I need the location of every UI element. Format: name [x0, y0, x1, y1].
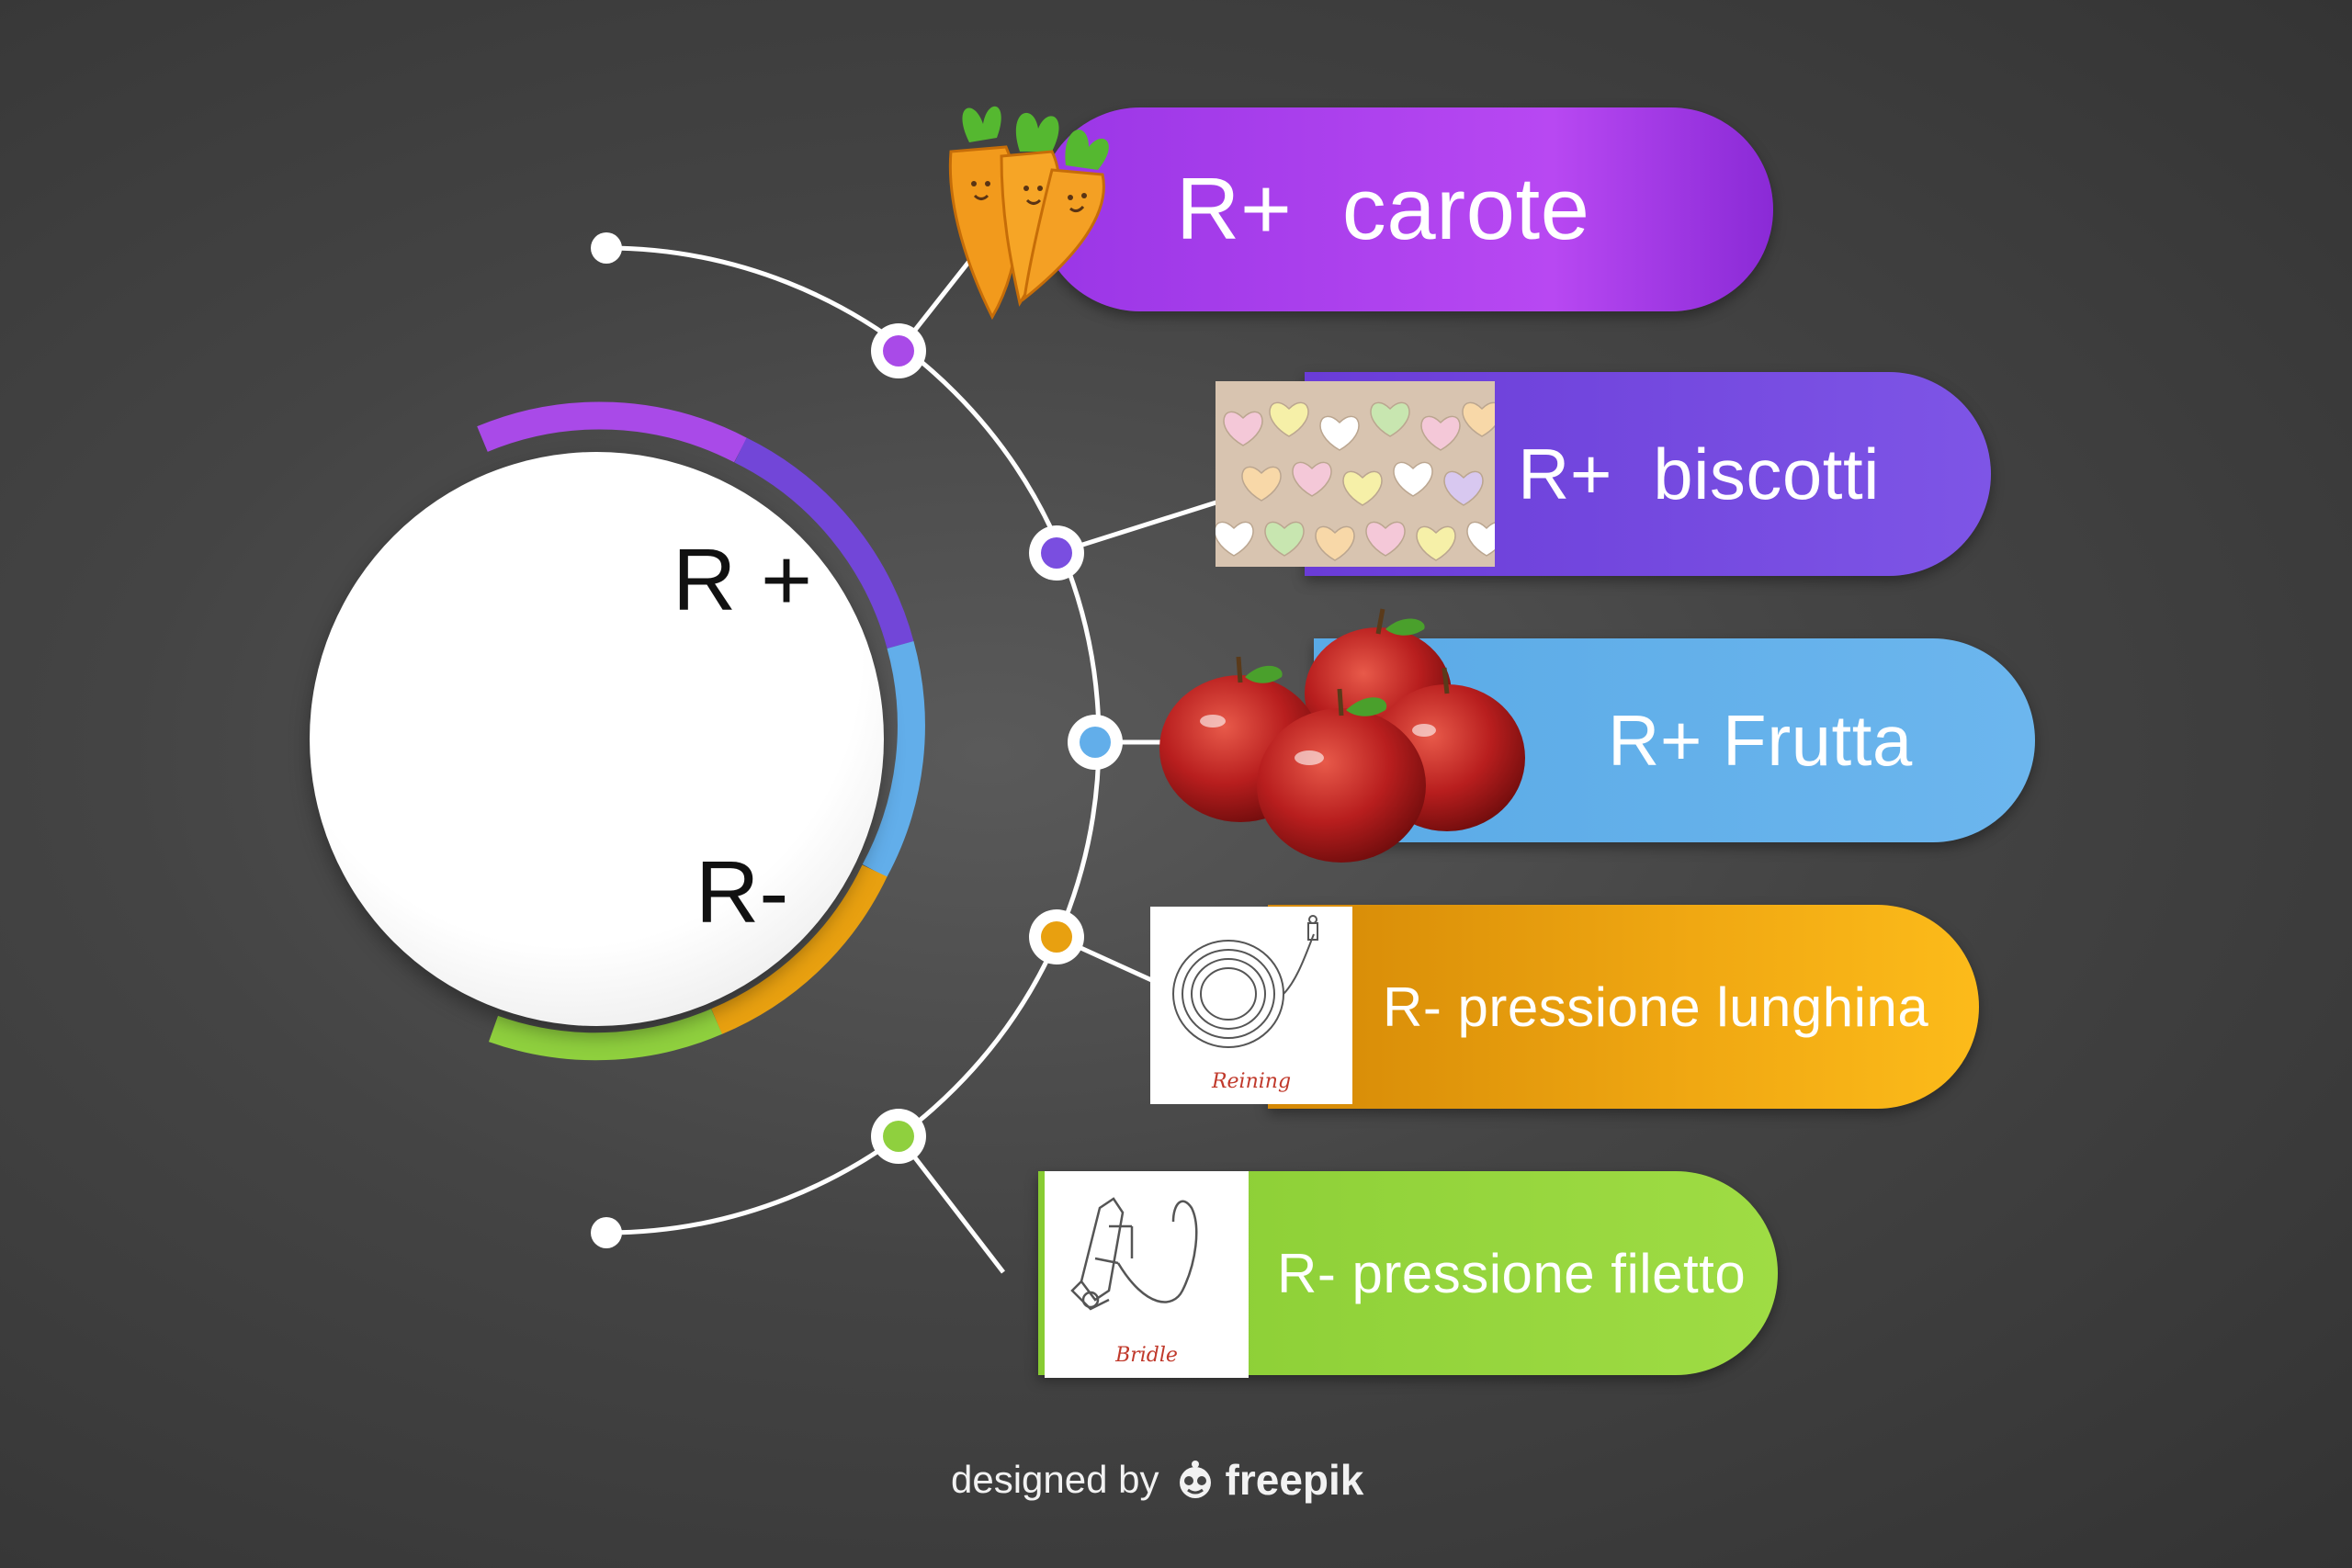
bridle-image: Bridle — [1045, 1171, 1249, 1378]
item-label: R+ carote — [1176, 160, 1590, 258]
footer-credit: designed by freepik — [951, 1455, 1363, 1505]
node-2 — [1029, 525, 1084, 581]
candy-hearts-pattern — [1216, 381, 1495, 567]
candy-hearts-image — [1216, 381, 1495, 567]
item-label: R+ Frutta — [1608, 699, 1913, 781]
bridle-icon — [1070, 1197, 1198, 1311]
ring-segment-green — [488, 1009, 722, 1061]
item-label: R- pressione lunghina — [1383, 976, 1929, 1038]
arc-end-top — [591, 232, 622, 264]
item-label: R- pressione filetto — [1277, 1242, 1747, 1304]
footer-text: designed by — [951, 1458, 1159, 1501]
node-5 — [871, 1109, 926, 1164]
apple-front — [1257, 688, 1426, 863]
arc-end-bottom — [591, 1217, 622, 1248]
center-wheel: R + R- — [310, 452, 884, 1026]
node-4 — [1029, 909, 1084, 964]
freepik-logo-icon — [1179, 1461, 1211, 1498]
label-r-minus: R- — [695, 843, 789, 942]
node-3 — [1068, 715, 1123, 770]
ring-segment-orange — [711, 864, 888, 1034]
item-label: R+ biscotti — [1518, 433, 1880, 514]
apples-icon — [1159, 608, 1525, 863]
carrots-icon — [948, 106, 1109, 321]
item-pressione-lunghina: R- pressione lunghina — [1268, 905, 1979, 1109]
footer-brand: freepik — [1225, 1456, 1364, 1504]
ring-segment-violet — [734, 437, 914, 649]
ring-segment-purple — [477, 401, 747, 463]
item-carote: R+ carote — [1038, 107, 1773, 311]
lunge-line-caption: Reining — [1211, 1070, 1292, 1093]
bridle-caption: Bridle — [1115, 1344, 1178, 1367]
connector-2 — [1056, 498, 1223, 556]
lunge-line-icon — [1172, 915, 1318, 1048]
node-1 — [871, 323, 926, 378]
ring-segment-blue — [862, 641, 925, 878]
label-r-plus: R + — [673, 531, 813, 629]
connector-5 — [897, 1134, 1005, 1274]
lunge-line-image: Reining — [1150, 907, 1352, 1104]
